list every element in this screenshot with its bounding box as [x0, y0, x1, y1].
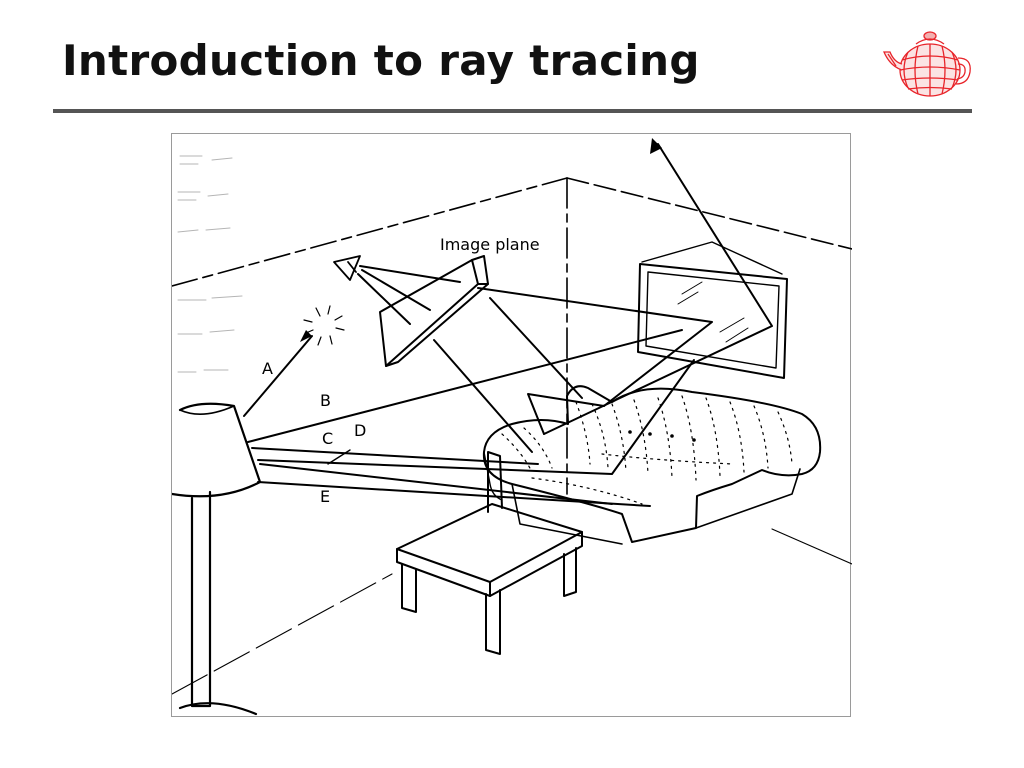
title-divider	[53, 109, 972, 113]
picture-frame	[637, 241, 788, 379]
room-walls	[172, 177, 852, 695]
ray-label-e: E	[320, 487, 330, 506]
ray-arrowheads	[300, 138, 662, 342]
rays	[243, 143, 773, 507]
coffee-table	[396, 451, 583, 655]
eye-icon	[333, 255, 361, 281]
image-plane-label: Image plane	[440, 235, 540, 254]
light-burst-icon	[303, 305, 345, 346]
floor-lamp	[172, 402, 262, 716]
ray-tracing-figure: Image plane A B C D E	[171, 133, 852, 717]
ray-label-d: D	[354, 421, 366, 440]
room-illustration: Image plane A B C D E	[172, 138, 852, 716]
teapot-logo-icon	[883, 31, 971, 97]
ray-label-b: B	[320, 391, 331, 410]
ray-label-a: A	[262, 359, 273, 378]
ray-label-c: C	[322, 429, 333, 448]
image-plane	[379, 255, 489, 367]
slide-title: Introduction to ray tracing	[62, 36, 700, 85]
scan-noise	[177, 155, 243, 373]
